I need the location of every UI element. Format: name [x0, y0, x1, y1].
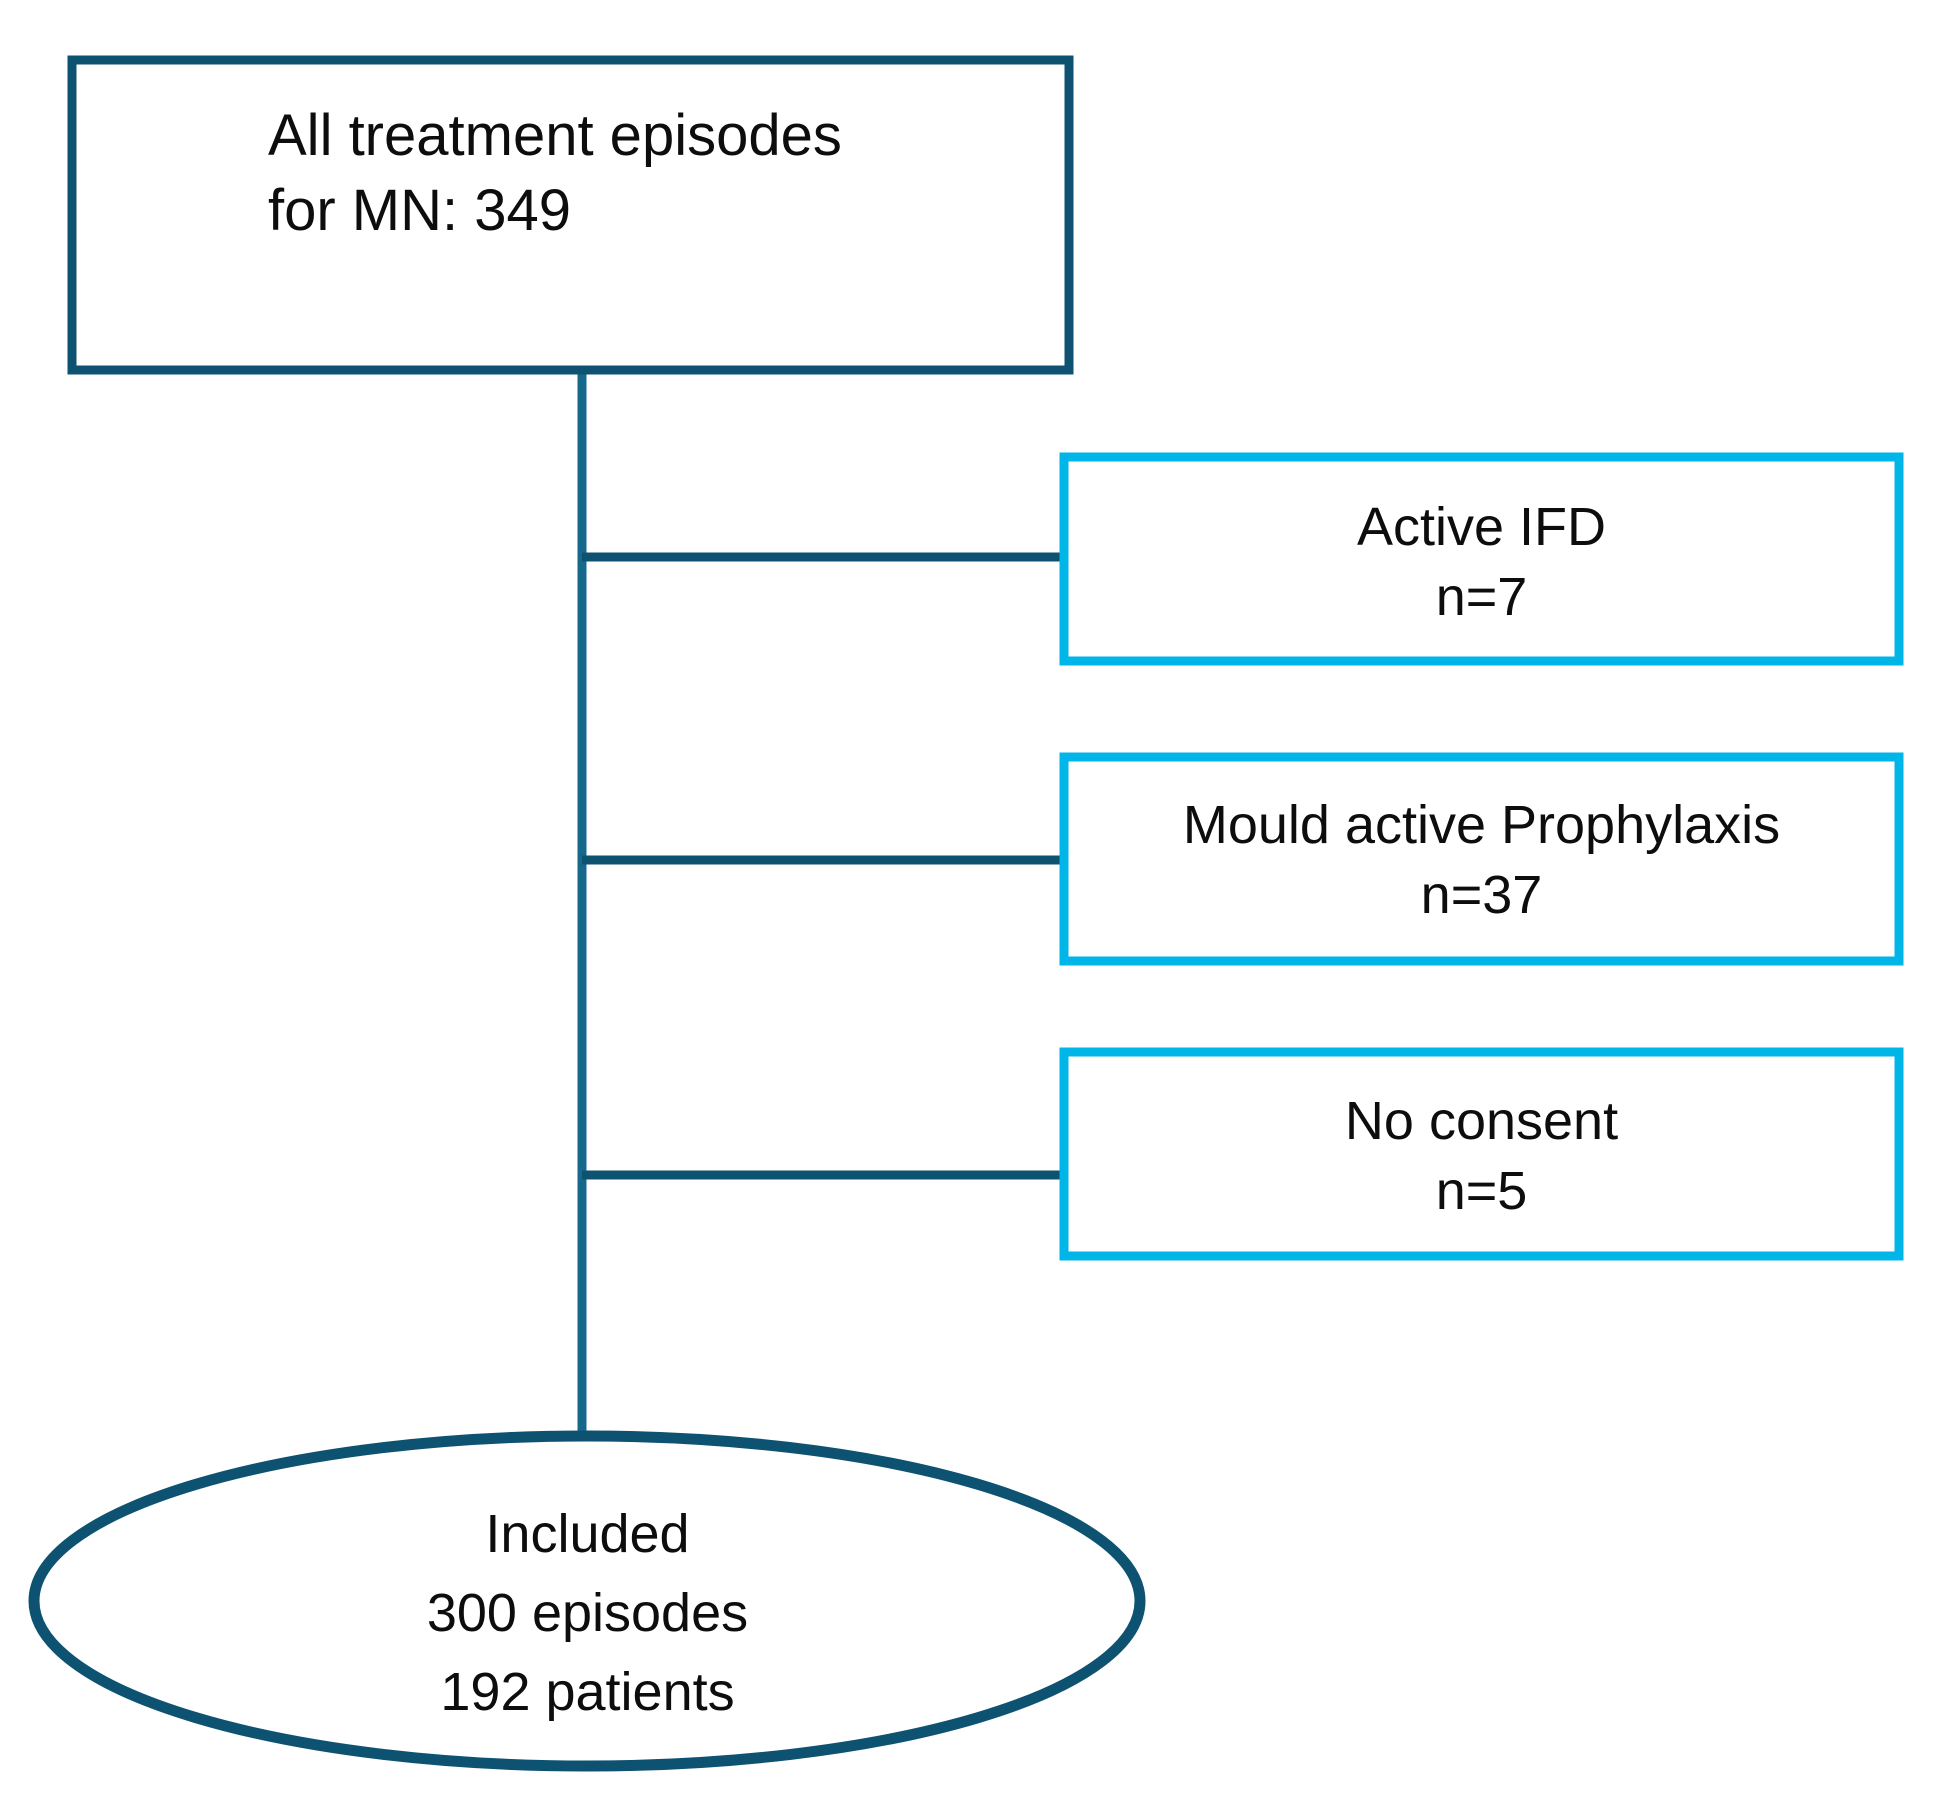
- exclusion-box-mould-prophylaxis: [1059, 752, 1904, 966]
- connector-group: [577, 374, 1064, 1442]
- exclusion-box-no-consent: [1059, 1047, 1904, 1261]
- terminal-node-ellipse: [28, 1430, 1146, 1772]
- exclusion-box-active-ifd: [1059, 452, 1904, 666]
- root-node-box: [67, 55, 1074, 375]
